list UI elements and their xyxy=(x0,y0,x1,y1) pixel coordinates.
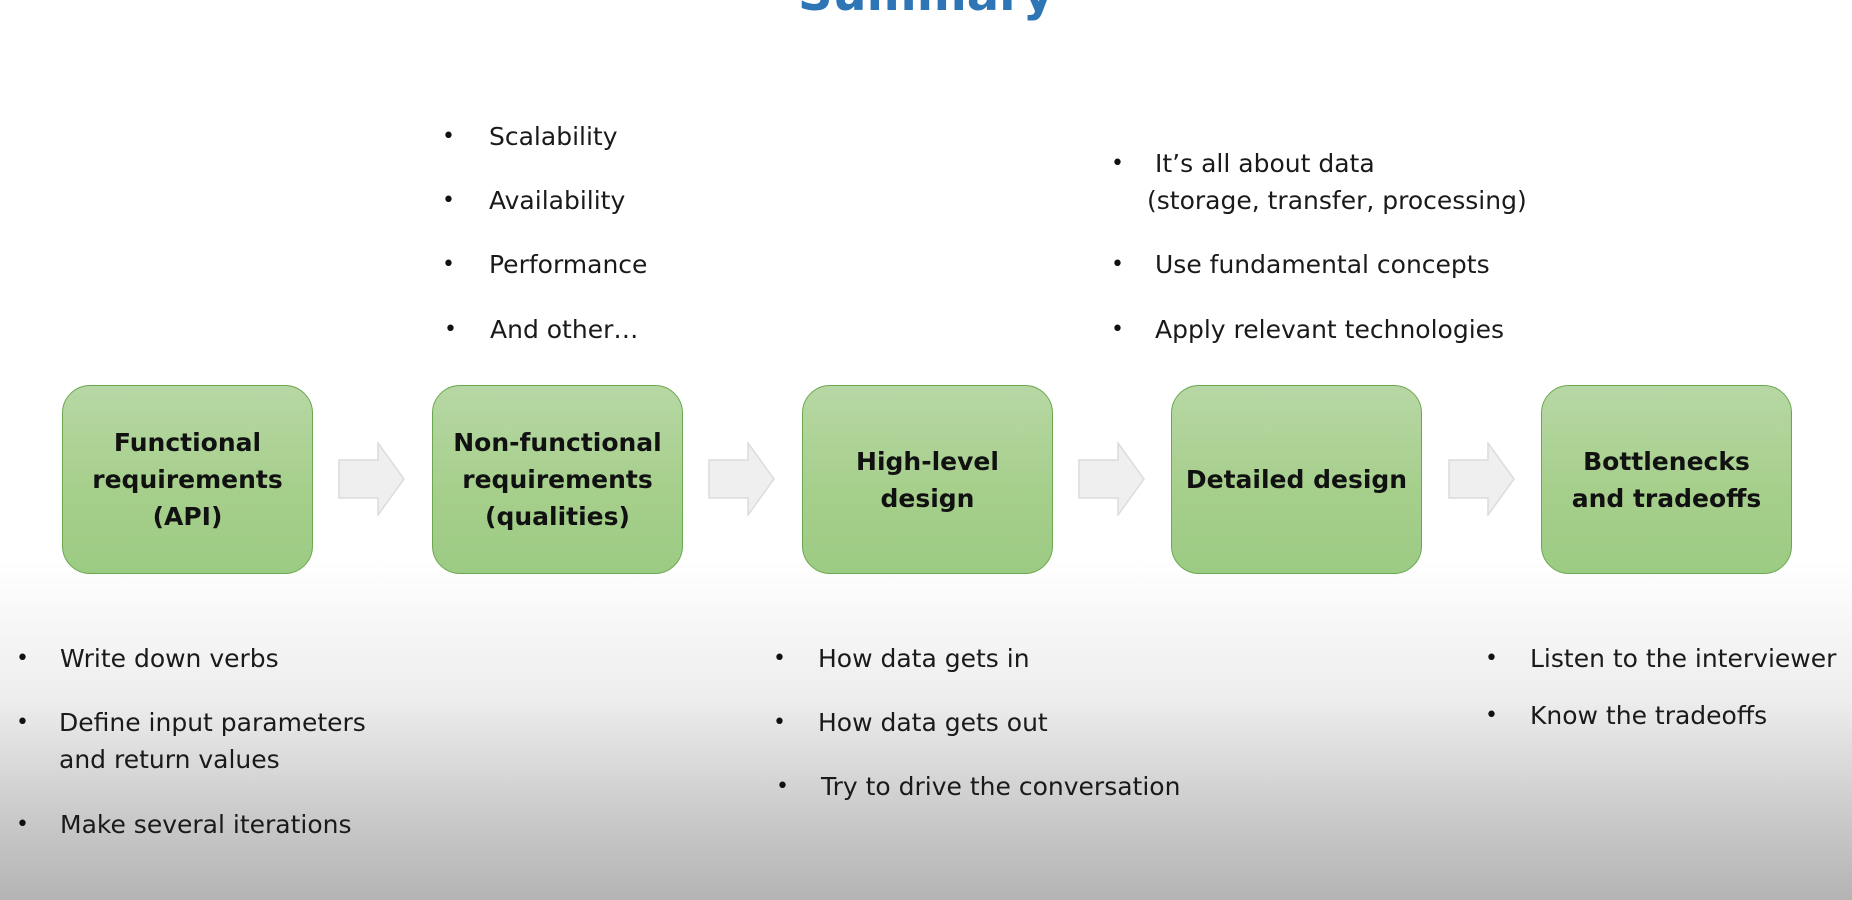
bullet-icon: • xyxy=(1485,646,1498,671)
bullet-icon: • xyxy=(442,188,455,213)
bullet-icon: • xyxy=(773,646,786,671)
note-item: Define input parameters and return value… xyxy=(59,708,366,774)
bullet-icon: • xyxy=(776,774,789,799)
step-label: Non-functional requirements (qualities) xyxy=(453,428,662,531)
note-item: Performance xyxy=(489,250,648,279)
bullet-icon: • xyxy=(773,710,786,735)
step-bottlenecks-tradeoffs: Bottlenecks and tradeoffs xyxy=(1541,385,1792,574)
step-label: Detailed design xyxy=(1185,465,1408,494)
step-functional-requirements: Functional requirements (API) xyxy=(62,385,313,574)
step-label: Bottlenecks and tradeoffs xyxy=(1571,446,1762,513)
note-item: Apply relevant technologies xyxy=(1155,315,1505,344)
step-label: High-level design xyxy=(856,446,999,513)
bullet-icon: • xyxy=(1111,151,1124,176)
note-item: How data gets out xyxy=(818,708,1048,737)
note-item: Scalability xyxy=(489,122,618,151)
step-nonfunctional-requirements: Non-functional requirements (qualities) xyxy=(432,385,683,574)
note-item: And other… xyxy=(490,315,639,344)
bullet-icon: • xyxy=(16,710,29,735)
note-item: It’s all about data (storage, transfer, … xyxy=(1147,149,1527,215)
note-item: Write down verbs xyxy=(60,644,279,673)
bullet-icon: • xyxy=(16,812,29,837)
step-detailed-design: Detailed design xyxy=(1171,385,1422,574)
page-title: Summary xyxy=(0,0,1852,18)
note-item: Know the tradeoffs xyxy=(1530,701,1768,730)
bullet-icon: • xyxy=(444,317,457,342)
arrow-right-icon xyxy=(1078,442,1145,516)
note-item: How data gets in xyxy=(818,644,1030,673)
bullet-icon: • xyxy=(1111,252,1124,277)
bullet-icon: • xyxy=(1485,703,1498,728)
arrow-right-icon xyxy=(708,442,775,516)
bullet-icon: • xyxy=(442,124,455,149)
bullet-icon: • xyxy=(1111,317,1124,342)
note-item: Make several iterations xyxy=(60,810,352,839)
step-label: Functional requirements (API) xyxy=(92,428,283,531)
note-item: Use fundamental concepts xyxy=(1155,250,1490,279)
note-item: Listen to the interviewer xyxy=(1530,644,1837,673)
step-high-level-design: High-level design xyxy=(802,385,1053,574)
arrow-right-icon xyxy=(1448,442,1515,516)
note-item: Try to drive the conversation xyxy=(821,772,1181,801)
bullet-icon: • xyxy=(16,646,29,671)
bullet-icon: • xyxy=(442,252,455,277)
arrow-right-icon xyxy=(338,442,405,516)
note-item: Availability xyxy=(489,186,626,215)
